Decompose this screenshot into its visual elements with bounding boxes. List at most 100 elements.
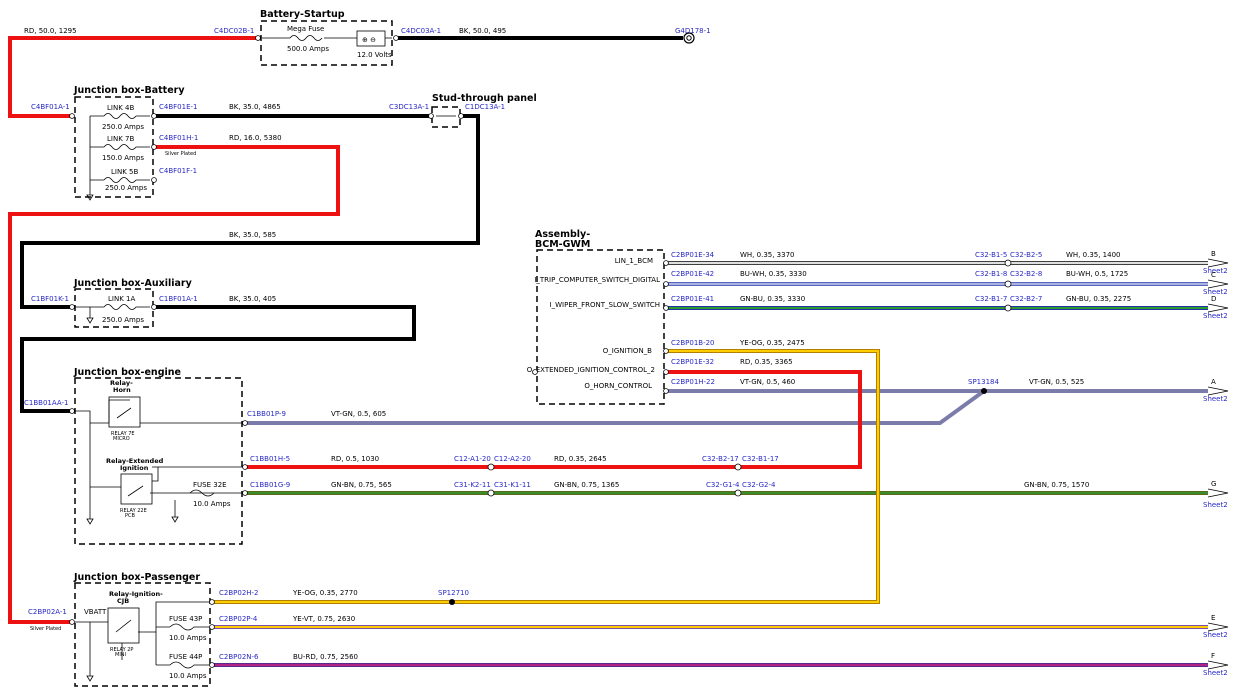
connector-c12-a2[interactable]: C12-A2-20 xyxy=(494,455,531,463)
wire-label-ye-og-2770: YE-OG, 0.35, 2770 xyxy=(292,589,358,597)
relay-ext-ign-icon xyxy=(120,473,153,505)
connector-c32-b1-5[interactable]: C32-B1-5 xyxy=(975,251,1007,259)
connector-c1bf01a[interactable]: C1BF01A-1 xyxy=(159,295,198,303)
connector-c32-b2-5[interactable]: C32-B2-5 xyxy=(1010,251,1042,259)
connector-c1bf01k[interactable]: C1BF01K-1 xyxy=(31,295,69,303)
connector-c32-b2-7[interactable]: C32-B2-7 xyxy=(1010,295,1042,303)
link-1a-label: LINK 1A xyxy=(108,295,135,303)
battery-icon xyxy=(356,30,386,47)
relay-2p-type: MINI xyxy=(115,652,126,658)
wire-bk-585[interactable] xyxy=(20,114,480,309)
bcm-gwm-box: Assembly- BCM-GWM LIN_1_BCM I_TRIP_COMPU… xyxy=(527,229,665,405)
offsheet-e[interactable]: E Sheet2 xyxy=(1203,614,1229,639)
pin-ignition-b: O_IGNITION_B xyxy=(603,347,652,355)
fuse-43p-label: FUSE 43P xyxy=(169,615,202,623)
junction-box-battery: Junction box-Battery LINK 4B 250.0 Amps … xyxy=(73,85,185,201)
connector-c32-g2[interactable]: C32-G2-4 xyxy=(742,481,776,489)
connector-c2bp01h-22[interactable]: C2BP01H-22 xyxy=(671,378,715,386)
connector-c2bp01e-41[interactable]: C2BP01E-41 xyxy=(671,295,714,303)
offsheet-f[interactable]: F Sheet2 xyxy=(1203,652,1229,677)
connector-c32-b2-17[interactable]: C32-B2-17 xyxy=(702,455,739,463)
sheet-link-a: Sheet2 xyxy=(1203,395,1228,403)
junction-box-engine: Junction box-engine Relay- Horn RELAY 7E… xyxy=(73,367,246,545)
wire-label-bk-4865: BK, 35.0, 4865 xyxy=(229,103,281,111)
connector-c32-b1-7[interactable]: C32-B1-7 xyxy=(975,295,1007,303)
offsheet-c[interactable]: C Sheet2 xyxy=(1203,271,1229,296)
offsheet-b[interactable]: B Sheet2 xyxy=(1203,250,1229,275)
pin-wiper-switch: I_WIPER_FRONT_SLOW_SWITCH xyxy=(550,301,660,309)
connector-c2bp01b-20[interactable]: C2BP01B-20 xyxy=(671,339,715,347)
wire-ye-og-stripe xyxy=(214,350,879,603)
wire-rd-1295[interactable] xyxy=(8,36,257,118)
connector-c2bp02p[interactable]: C2BP02P-4 xyxy=(219,615,258,623)
connector-c4bf01h[interactable]: C4BF01H-1 xyxy=(159,134,198,142)
relay-horn-label-1: Relay- xyxy=(110,379,133,387)
connector-c1bb01p[interactable]: C1BB01P-9 xyxy=(247,410,286,418)
connector-g4d178[interactable]: G4D178-1 xyxy=(675,27,711,35)
connector-c31-k1[interactable]: C31-K1-11 xyxy=(494,481,531,489)
ground-arrow-icon xyxy=(86,518,94,525)
connector-c32-b1-17[interactable]: C32-B1-17 xyxy=(742,455,779,463)
offsheet-g[interactable]: G Sheet2 xyxy=(1203,480,1229,509)
connector-c4bf01f[interactable]: C4BF01F-1 xyxy=(159,167,197,175)
wire-rd-1030[interactable] xyxy=(246,370,862,469)
svg-text:A: A xyxy=(1211,378,1216,386)
fusible-link-icons xyxy=(103,113,137,183)
connector-c1bb01g[interactable]: C1BB01G-9 xyxy=(250,481,290,489)
splice-label-sp13184: SP13184 xyxy=(968,378,999,386)
wire-label-rd-1030: RD, 0.5, 1030 xyxy=(331,455,379,463)
wire-label-gn-bn-1365: GN-BN, 0.75, 1365 xyxy=(554,481,619,489)
wire-label-rd-1295: RD, 50.0, 1295 xyxy=(24,27,77,35)
relay-7e-type: MICRO xyxy=(113,436,130,442)
fuse-32e-rating: 10.0 Amps xyxy=(193,500,231,508)
wire-label-rd-5380: RD, 16.0, 5380 xyxy=(229,134,282,142)
connector-c32-b2-8[interactable]: C32-B2-8 xyxy=(1010,270,1042,278)
wire-label-bu-wh-3330: BU-WH, 0.35, 3330 xyxy=(740,270,807,278)
wire-label-bu-wh-1725: BU-WH, 0.5, 1725 xyxy=(1066,270,1128,278)
connector-c1bb01aa[interactable]: C1BB01AA-1 xyxy=(24,399,68,407)
link-7b-label: LINK 7B xyxy=(107,135,134,143)
splice-label-sp12710: SP12710 xyxy=(438,589,469,597)
splice-sp13184[interactable] xyxy=(981,388,987,394)
connector-c4dc03a[interactable]: C4DC03A-1 xyxy=(401,27,441,35)
connector-c1bb01h[interactable]: C1BB01H-5 xyxy=(250,455,290,463)
connector-c1dc13a[interactable]: C1DC13A-1 xyxy=(465,103,505,111)
wire-label-gn-bn-1570: GN-BN, 0.75, 1570 xyxy=(1024,481,1089,489)
wire-label-bu-rd-2560: BU-RD, 0.75, 2560 xyxy=(293,653,358,661)
wire-rd-5380[interactable] xyxy=(8,145,340,624)
connector-c2bp01e-42[interactable]: C2BP01E-42 xyxy=(671,270,714,278)
connector-c12-a1[interactable]: C12-A1-20 xyxy=(454,455,491,463)
connector-c31-k2[interactable]: C31-K2-11 xyxy=(454,481,491,489)
connector-c2bp02a[interactable]: C2BP02A-1 xyxy=(28,608,67,616)
svg-text:B: B xyxy=(1211,250,1216,258)
connector-c4bf01a[interactable]: C4BF01A-1 xyxy=(31,103,70,111)
pin-lin-bcm: LIN_1_BCM xyxy=(615,257,653,265)
fuse-32e-label: FUSE 32E xyxy=(193,481,227,489)
splice-sp12710[interactable] xyxy=(449,599,455,605)
wire-label-gn-bn-565: GN-BN, 0.75, 565 xyxy=(331,481,392,489)
connector-c4dc02b[interactable]: C4DC02B-1 xyxy=(214,27,254,35)
battery-startup-box: Battery-Startup Mega Fuse 500.0 Amps ⊕ ⊖… xyxy=(260,9,393,66)
stud-panel-title: Stud-through panel xyxy=(432,93,537,104)
link-5b-label: LINK 5B xyxy=(111,168,138,176)
wire-bk-405[interactable] xyxy=(20,305,416,413)
wire-label-vt-gn-460: VT-GN, 0.5, 460 xyxy=(740,378,795,386)
fuse-44p-label: FUSE 44P xyxy=(169,653,202,661)
link-4b-rating: 250.0 Amps xyxy=(102,123,144,131)
wire-ye-og-2475[interactable] xyxy=(214,349,880,604)
offsheet-a[interactable]: A Sheet2 xyxy=(1203,378,1229,403)
connector-c32-b1-8[interactable]: C32-B1-8 xyxy=(975,270,1007,278)
wire-label-bk-495: BK, 50.0, 495 xyxy=(459,27,506,35)
connector-c4bf01e[interactable]: C4BF01E-1 xyxy=(159,103,197,111)
sheet-link-e: Sheet2 xyxy=(1203,631,1228,639)
connector-c3dc13a[interactable]: C3DC13A-1 xyxy=(389,103,429,111)
wire-vt-gn-605[interactable] xyxy=(246,389,1208,425)
offsheet-d[interactable]: D Sheet2 xyxy=(1203,295,1229,320)
connector-c32-g1[interactable]: C32-G1-4 xyxy=(706,481,740,489)
relay-cjb-label-2: CJB xyxy=(117,597,129,605)
connector-c2bp01e-32[interactable]: C2BP01E-32 xyxy=(671,358,714,366)
jb-engine-title: Junction box-engine xyxy=(73,367,181,378)
connector-c2bp01e-34[interactable]: C2BP01E-34 xyxy=(671,251,715,259)
connector-c2bp02n[interactable]: C2BP02N-6 xyxy=(219,653,259,661)
connector-c2bp02h[interactable]: C2BP02H-2 xyxy=(219,589,259,597)
